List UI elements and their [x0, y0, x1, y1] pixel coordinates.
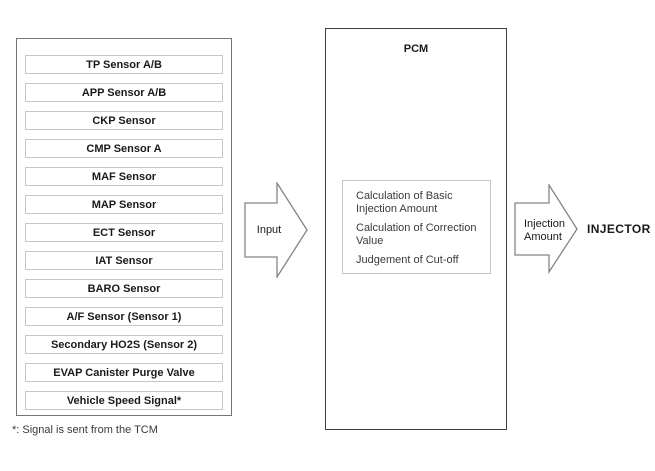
injector-label: INJECTOR: [587, 222, 651, 236]
injection-amount-arrow-icon: [514, 184, 578, 274]
input-arrow-icon: [244, 182, 308, 278]
sensor-box-maf: MAF Sensor: [25, 167, 223, 186]
sensor-box-iat: IAT Sensor: [25, 251, 223, 270]
sensor-box-cmp: CMP Sensor A: [25, 139, 223, 158]
pcm-title: PCM: [403, 43, 429, 55]
sensor-box-ho2s: Secondary HO2S (Sensor 2): [25, 335, 223, 354]
sensor-input-panel: TP Sensor A/B APP Sensor A/B CKP Sensor …: [16, 38, 232, 416]
sensor-box-map: MAP Sensor: [25, 195, 223, 214]
sensor-box-ckp: CKP Sensor: [25, 111, 223, 130]
tcm-footnote: *: Signal is sent from the TCM: [12, 424, 158, 436]
pcm-function-cutoff: Judgement of Cut-off: [356, 254, 459, 266]
sensor-box-app: APP Sensor A/B: [25, 83, 223, 102]
pcm-calculation-box: Calculation of Basic Injection Amount Ca…: [342, 180, 491, 274]
sensor-box-baro: BARO Sensor: [25, 279, 223, 298]
sensor-box-evap: EVAP Canister Purge Valve: [25, 363, 223, 382]
sensor-box-ect: ECT Sensor: [25, 223, 223, 242]
pcm-function-basic-injection: Calculation of Basic Injection Amount: [356, 190, 453, 215]
sensor-box-tp: TP Sensor A/B: [25, 55, 223, 74]
sensor-box-vss: Vehicle Speed Signal*: [25, 391, 223, 410]
injection-amount-label: Injection Amount: [524, 218, 565, 243]
input-arrow-label: Input: [256, 224, 282, 236]
pcm-function-correction-value: Calculation of Correction Value: [356, 222, 477, 247]
sensor-box-af: A/F Sensor (Sensor 1): [25, 307, 223, 326]
